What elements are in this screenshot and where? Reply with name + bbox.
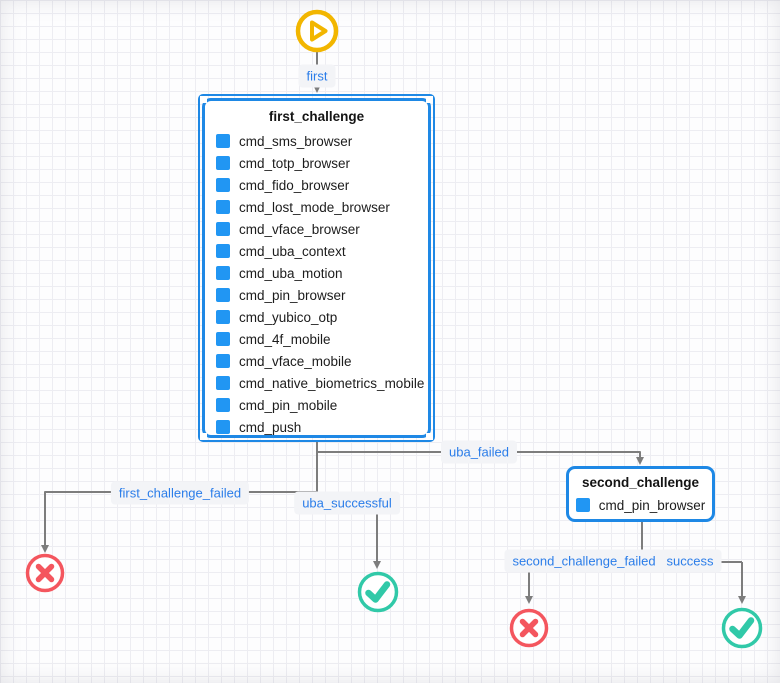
node-item-label: cmd_fido_browser bbox=[239, 177, 350, 193]
node-item-label: cmd_pin_browser bbox=[598, 497, 706, 513]
fail-node-first-challenge[interactable] bbox=[24, 552, 66, 599]
arrowhead bbox=[636, 457, 644, 465]
node-item[interactable]: cmd_vface_browser bbox=[205, 218, 428, 240]
node-item-label: cmd_sms_browser bbox=[239, 133, 353, 149]
node-item-list: cmd_pin_browser bbox=[569, 494, 712, 516]
x-circle-icon bbox=[509, 608, 549, 648]
edge-label-uba-successful[interactable]: uba_successful bbox=[294, 491, 400, 515]
node-item[interactable]: cmd_fido_browser bbox=[205, 174, 428, 196]
command-square-icon bbox=[216, 222, 230, 236]
node-item-label: cmd_yubico_otp bbox=[239, 309, 338, 325]
success-node-final[interactable] bbox=[720, 606, 764, 655]
resize-handle-nw[interactable] bbox=[200, 96, 207, 103]
node-item-label: cmd_pin_mobile bbox=[239, 397, 338, 413]
node-item[interactable]: cmd_lost_mode_browser bbox=[205, 196, 428, 218]
fail-node-second-challenge[interactable] bbox=[508, 607, 550, 654]
success-node-uba[interactable] bbox=[356, 570, 400, 619]
edge-label-second-challenge-failed[interactable]: second_challenge_failed bbox=[504, 549, 664, 573]
node-item[interactable]: cmd_yubico_otp bbox=[205, 306, 428, 328]
node-item-label: cmd_push bbox=[239, 419, 302, 435]
node-title: second_challenge bbox=[581, 475, 700, 490]
node-item-label: cmd_native_biometrics_mobile bbox=[239, 375, 425, 391]
node-item-label: cmd_pin_browser bbox=[239, 287, 346, 303]
node-item[interactable]: cmd_native_biometrics_mobile bbox=[205, 372, 428, 394]
resize-handle-sw[interactable] bbox=[200, 433, 207, 440]
check-circle-icon bbox=[357, 571, 399, 613]
node-item-label: cmd_4f_mobile bbox=[239, 331, 331, 347]
node-item-label: cmd_uba_context bbox=[239, 243, 346, 259]
x-circle-icon bbox=[25, 553, 65, 593]
node-item[interactable]: cmd_uba_context bbox=[205, 240, 428, 262]
node-item-label: cmd_vface_mobile bbox=[239, 353, 352, 369]
command-square-icon bbox=[216, 156, 230, 170]
selection-frame-first-challenge: first_challenge cmd_sms_browser cmd_totp… bbox=[198, 94, 435, 442]
command-square-icon bbox=[216, 288, 230, 302]
node-item-label: cmd_totp_browser bbox=[239, 155, 351, 171]
edge-label-uba-failed[interactable]: uba_failed bbox=[441, 440, 517, 464]
edge-label-first[interactable]: first bbox=[298, 64, 336, 88]
play-icon bbox=[295, 9, 339, 53]
node-item[interactable]: cmd_sms_browser bbox=[205, 130, 428, 152]
command-square-icon bbox=[216, 332, 230, 346]
node-item[interactable]: cmd_uba_motion bbox=[205, 262, 428, 284]
node-item[interactable]: cmd_push bbox=[205, 416, 428, 435]
command-square-icon bbox=[216, 420, 230, 434]
arrowhead bbox=[738, 596, 746, 604]
command-square-icon bbox=[216, 398, 230, 412]
node-title: first_challenge bbox=[268, 109, 365, 124]
command-square-icon bbox=[216, 200, 230, 214]
command-square-icon bbox=[216, 376, 230, 390]
node-item-label: cmd_lost_mode_browser bbox=[239, 199, 390, 215]
node-item[interactable]: cmd_totp_browser bbox=[205, 152, 428, 174]
resize-handle-se[interactable] bbox=[426, 433, 433, 440]
start-node[interactable] bbox=[294, 8, 340, 59]
node-item-label: cmd_vface_browser bbox=[239, 221, 360, 237]
node-first-challenge[interactable]: first_challenge cmd_sms_browser cmd_totp… bbox=[202, 98, 431, 438]
command-square-icon bbox=[216, 354, 230, 368]
node-item[interactable]: cmd_pin_browser bbox=[205, 284, 428, 306]
command-square-icon bbox=[216, 244, 230, 258]
node-item[interactable]: cmd_4f_mobile bbox=[205, 328, 428, 350]
node-item[interactable]: cmd_vface_mobile bbox=[205, 350, 428, 372]
node-item-label: cmd_uba_motion bbox=[239, 265, 343, 281]
node-item-list: cmd_sms_browser cmd_totp_browser cmd_fid… bbox=[205, 130, 428, 435]
command-square-icon bbox=[216, 310, 230, 324]
check-circle-icon bbox=[721, 607, 763, 649]
edge-label-first-challenge-failed[interactable]: first_challenge_failed bbox=[110, 481, 250, 505]
command-square-icon bbox=[216, 134, 230, 148]
command-square-icon bbox=[575, 498, 590, 512]
resize-handle-ne[interactable] bbox=[426, 96, 433, 103]
command-square-icon bbox=[216, 266, 230, 280]
node-second-challenge[interactable]: second_challenge cmd_pin_browser bbox=[566, 466, 715, 522]
arrowhead bbox=[525, 596, 533, 604]
command-square-icon bbox=[216, 178, 230, 192]
node-item[interactable]: cmd_pin_browser bbox=[569, 494, 712, 516]
edge-label-success[interactable]: success bbox=[658, 549, 722, 573]
node-item[interactable]: cmd_pin_mobile bbox=[205, 394, 428, 416]
arrowhead bbox=[373, 561, 381, 569]
